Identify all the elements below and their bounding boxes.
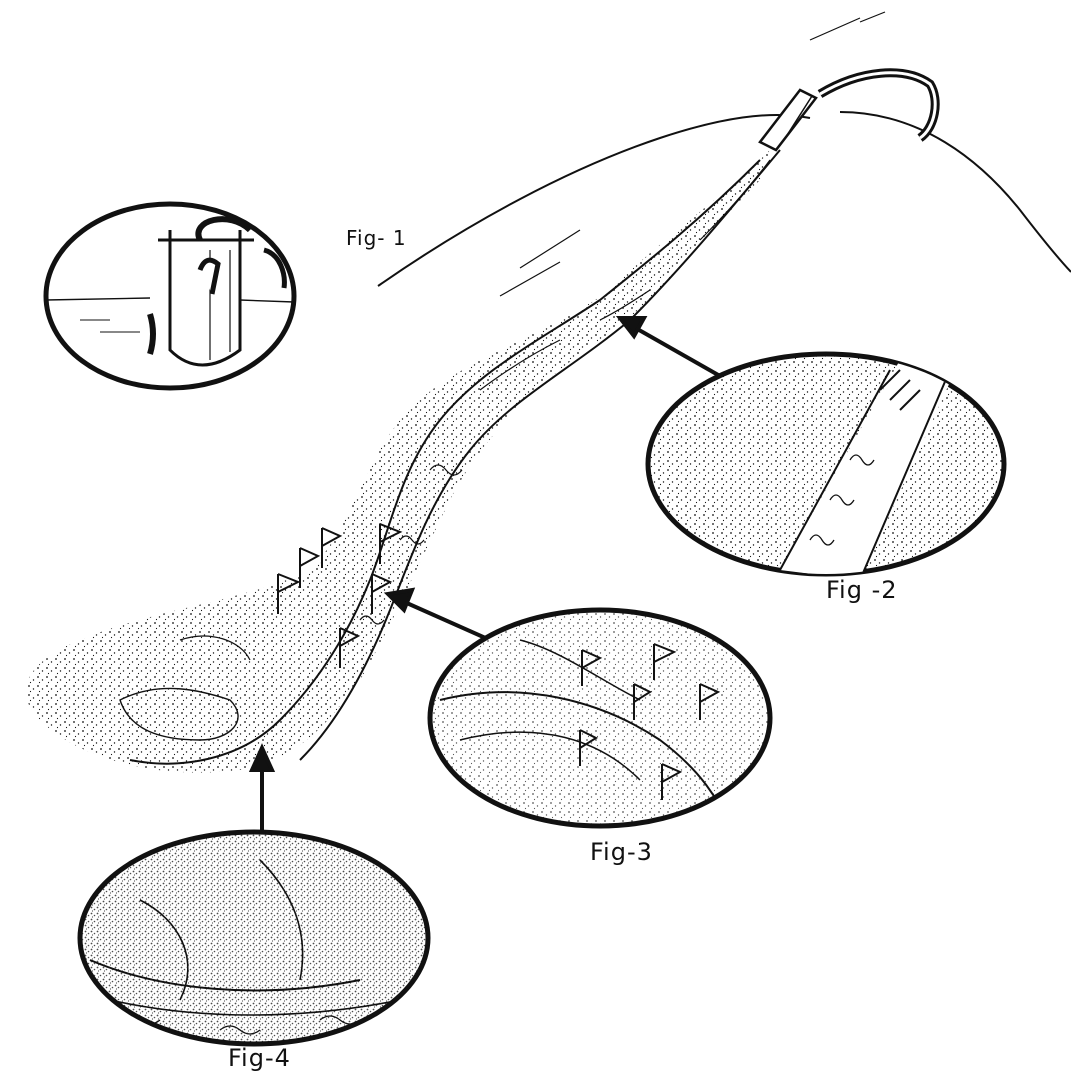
fig2-inset xyxy=(640,350,1020,580)
fig4-inset xyxy=(80,832,430,1046)
fig3-label: Fig-3 xyxy=(590,838,653,866)
hill xyxy=(378,12,1071,296)
fig2-label: Fig -2 xyxy=(826,576,898,604)
fig3-inset xyxy=(430,610,770,830)
fig1-inset xyxy=(46,204,294,388)
fig4-label: Fig-4 xyxy=(228,1044,291,1072)
fig1-label: Fig- 1 xyxy=(346,226,407,250)
